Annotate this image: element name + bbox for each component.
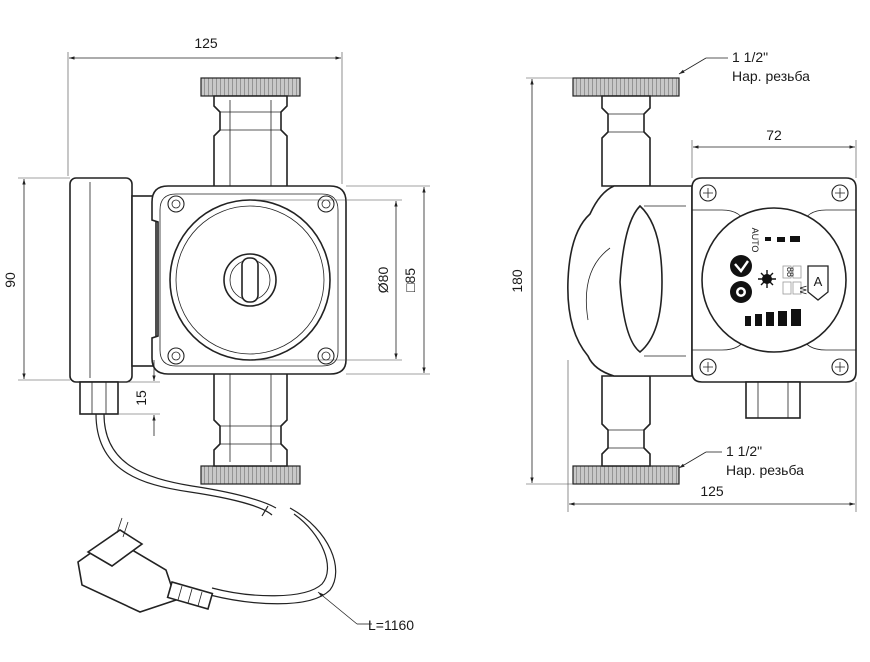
front-cable-leader: L=1160 [317,591,414,633]
front-plug-icon [77,517,214,613]
side-bottom-thread-leader: 1 1/2" Нар. резьба [678,443,804,478]
bottom-thread-type: Нар. резьба [726,462,804,478]
top-thread-type: Нар. резьба [732,68,810,84]
front-top-neck [213,95,288,189]
control-panel-details: AUTO 88 W A [730,228,829,326]
side-volute [567,185,693,377]
display-unit: W [798,286,808,295]
front-dim-height: 90 [2,177,70,381]
side-top-thread-leader: 1 1/2" Нар. резьба [678,49,810,84]
front-square-label: □85 [402,268,418,292]
auto-led-2 [777,237,785,242]
digital-display: 88 W [782,265,808,295]
mode-button[interactable]: A [807,265,829,301]
auto-led-1 [765,237,771,241]
front-top-thread [200,77,301,97]
front-dim-width: 125 [67,35,343,184]
front-dim-terminal: 15 [118,360,160,436]
front-view: 125 90 Ø80 □85 15 [2,35,430,633]
display-digits: 88 [785,267,795,277]
auto-led-3 [790,236,800,242]
front-cable [95,413,337,605]
front-dim-square: □85 [346,185,430,375]
side-top-thread [572,77,680,97]
front-housing [151,185,347,375]
cable-length-label: L=1160 [368,617,414,633]
sunburst-icon [758,270,776,288]
side-bottom-neck [601,375,651,467]
front-bottom-neck [213,367,288,467]
auto-label: AUTO [750,228,760,253]
side-head-label: 72 [766,127,782,143]
side-view: AUTO 88 W A [509,49,857,512]
side-dim-width: 125 [567,360,857,512]
side-top-neck [601,95,651,187]
top-thread-size: 1 1/2" [732,49,768,65]
side-motor-head [691,177,857,383]
front-dim-diameter: Ø80 [250,199,402,361]
mode-letter: A [814,274,823,289]
front-height-label: 90 [2,272,18,288]
side-height-label: 180 [509,269,525,293]
check-icon [734,260,749,273]
control-panel [701,207,847,353]
side-dim-height: 180 [509,77,573,485]
front-terminal-box [69,177,157,415]
speed-bars-icon [745,309,801,326]
side-screw-icon [699,184,849,376]
front-terminal-label: 15 [133,390,149,406]
front-diameter-label: Ø80 [375,267,391,294]
side-bottom-thread [572,465,680,485]
side-width-label: 125 [700,483,724,499]
front-width-label: 125 [194,35,218,51]
side-dim-head: 72 [691,127,857,178]
front-bottom-thread [200,465,301,485]
side-terminal-box [745,381,801,419]
heart-mode-icon[interactable] [730,255,752,277]
bottom-thread-size: 1 1/2" [726,443,762,459]
